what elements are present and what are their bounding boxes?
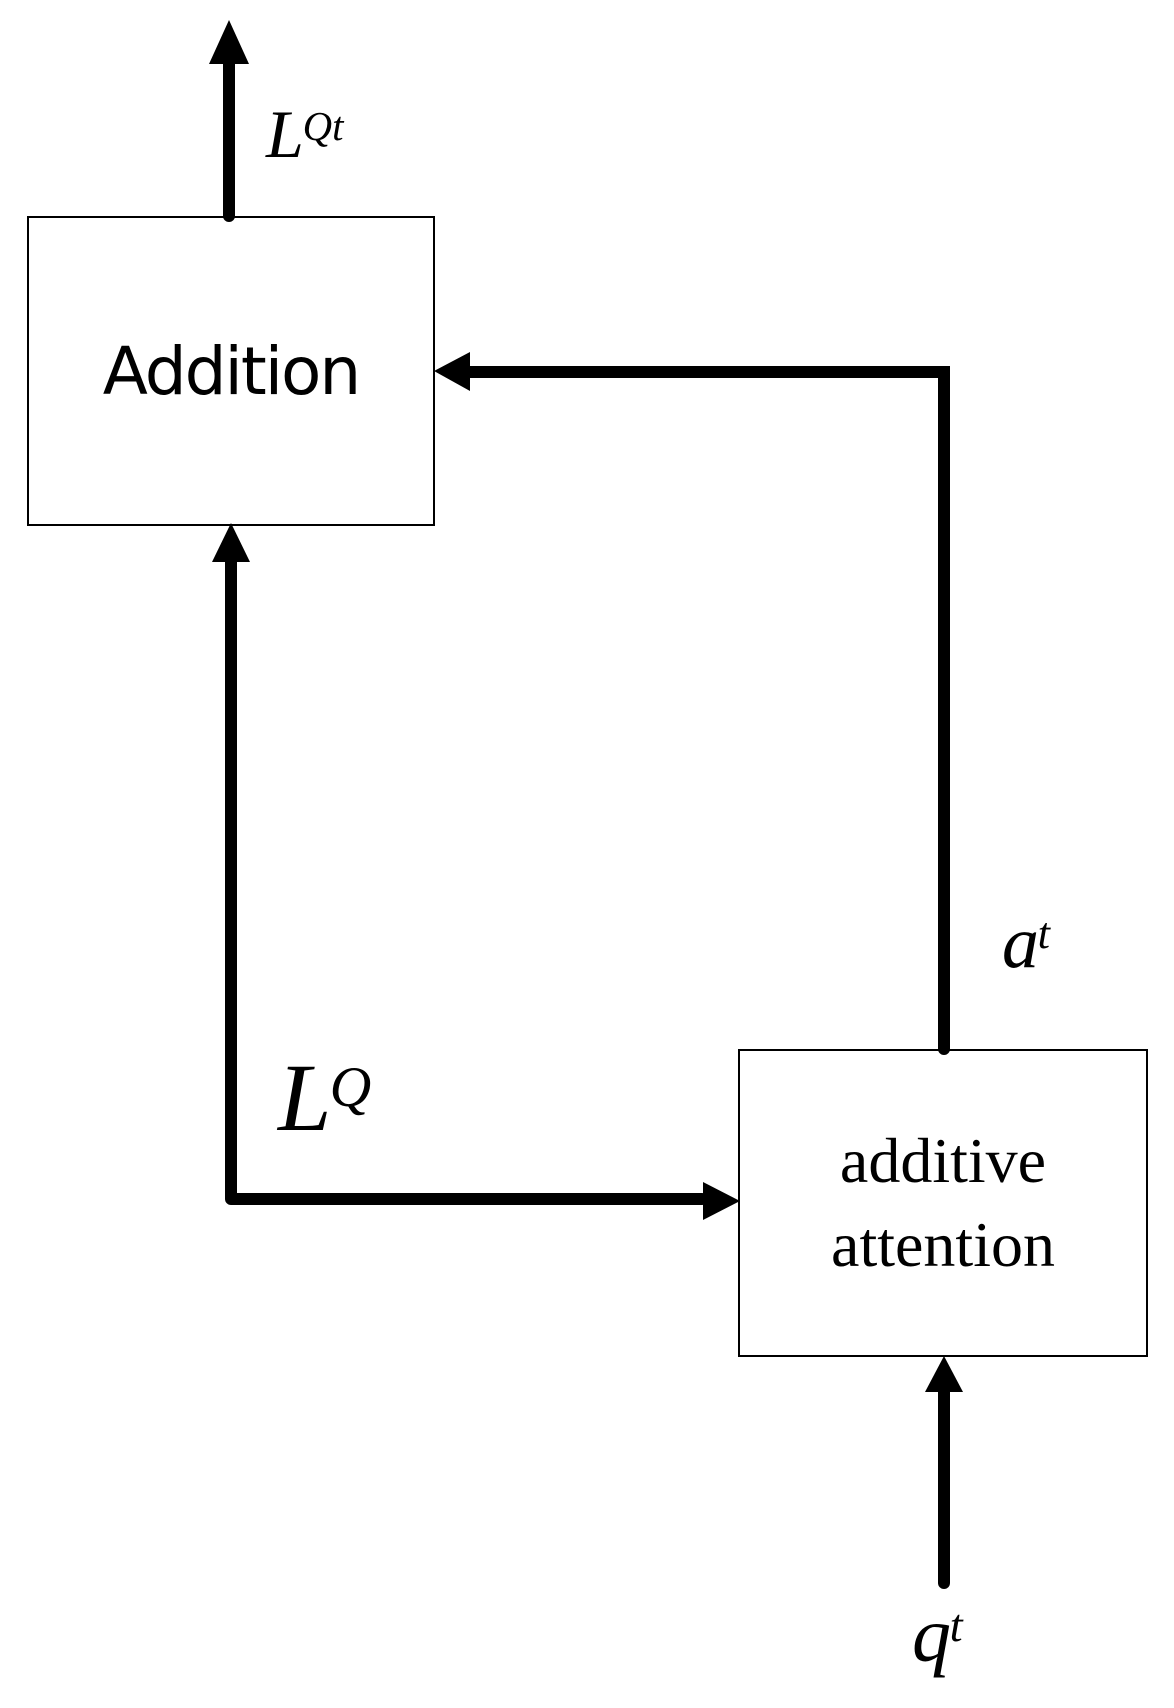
label-attention-result-base: a	[1002, 902, 1039, 984]
label-output-lqt: LQt	[266, 100, 343, 168]
node-addition: Addition	[27, 216, 435, 526]
label-attention-result-sup: t	[1037, 908, 1051, 959]
label-output-base: L	[266, 96, 304, 172]
node-additive-attention: additive attention	[738, 1049, 1148, 1357]
label-memory-sup: Q	[329, 1055, 372, 1119]
arrow-query-head-icon	[925, 1356, 963, 1392]
label-query-sup: t	[949, 1600, 963, 1653]
arrow-memory-head-up-icon	[212, 523, 250, 562]
node-additive-attention-label: additive attention	[831, 1124, 1055, 1280]
label-attention-result-at: at	[1002, 906, 1050, 980]
label-output-sup: Qt	[302, 103, 344, 149]
label-query-base: q	[912, 1591, 951, 1678]
arrow-output-head-icon	[209, 20, 249, 64]
label-memory-base: L	[278, 1044, 332, 1151]
label-memory-lq: LQ	[278, 1050, 371, 1146]
node-addition-label: Addition	[102, 332, 362, 410]
arrow-attention-result-line	[460, 366, 950, 1055]
label-query-qt: qt	[912, 1596, 963, 1674]
arrow-memory-head-right-icon	[703, 1182, 740, 1220]
arrow-memory-line	[225, 552, 708, 1205]
arrow-attention-result-head-icon	[434, 352, 470, 391]
